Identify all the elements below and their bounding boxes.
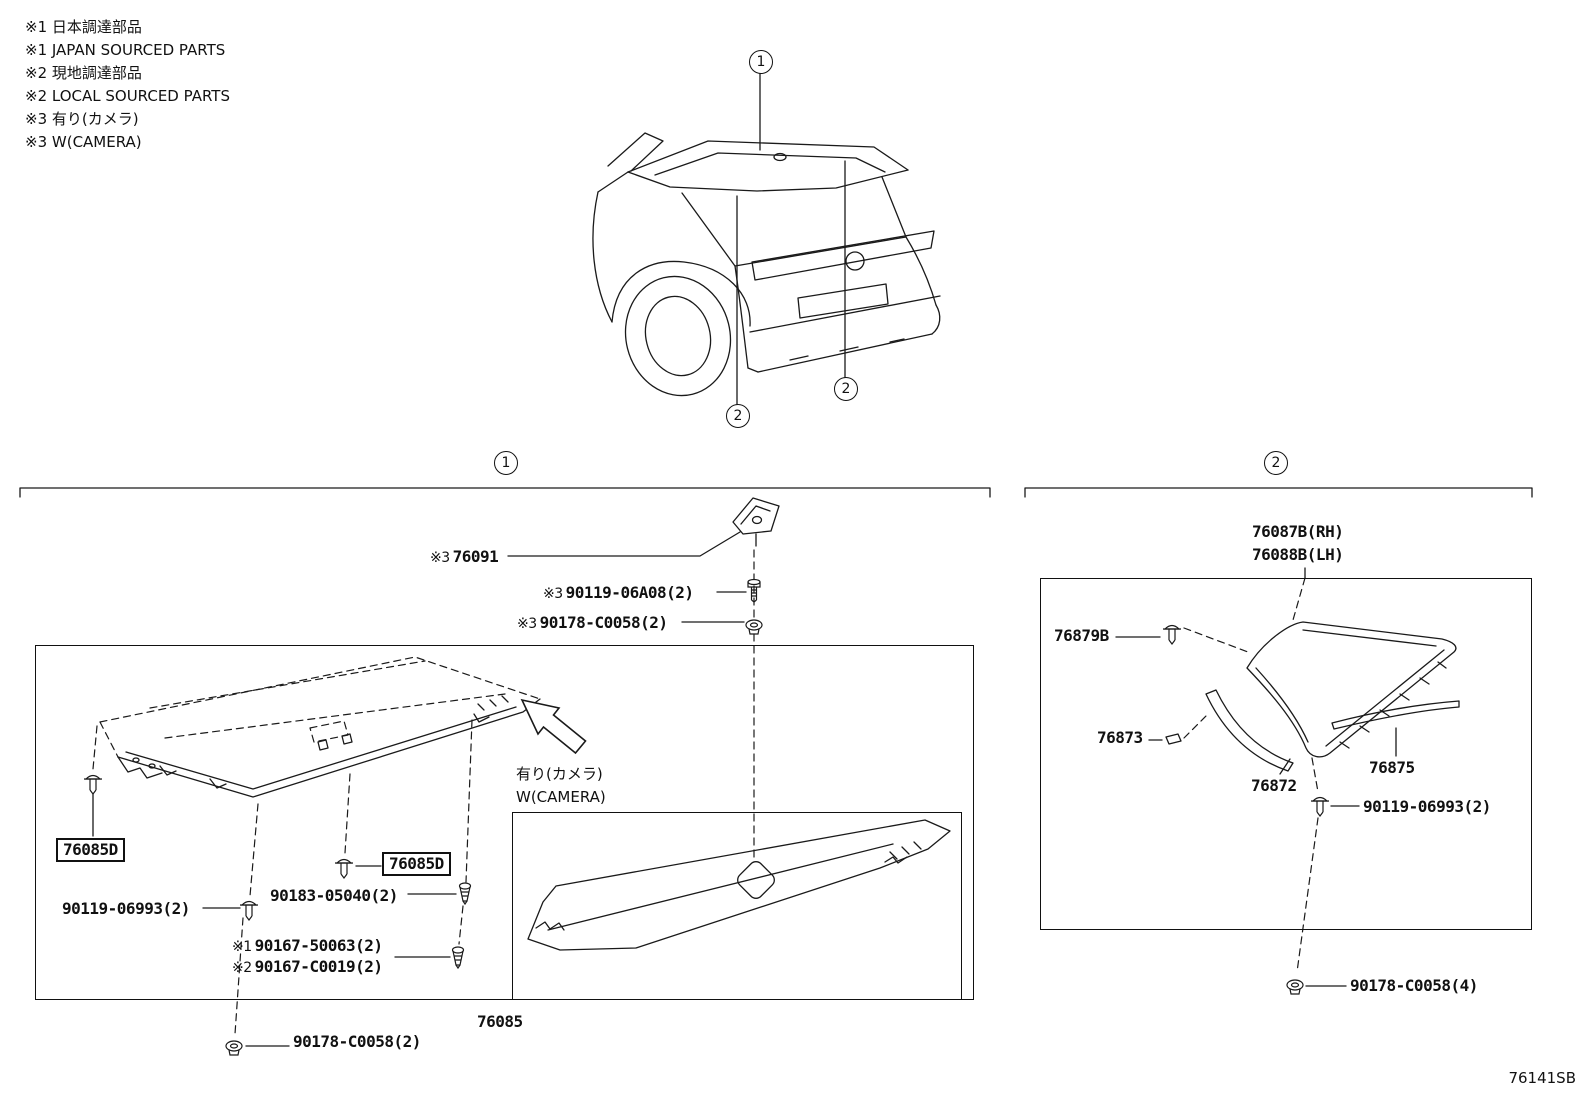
part-label-76085D-mid: 76085D <box>382 852 451 876</box>
camera-spoiler-drawing <box>527 819 951 951</box>
camera-cover-part <box>732 497 780 547</box>
section-1-leaders <box>507 531 747 623</box>
garnish-drawing <box>1165 621 1460 772</box>
camera-pointer-arrow <box>520 698 587 755</box>
grommet-icon <box>745 619 763 635</box>
legend-line-camera-en: ※3 W(CAMERA) <box>25 133 142 151</box>
part-label-90178-C0058-bottom: 90178-C0058(2) <box>293 1032 421 1051</box>
garnish-detail-box <box>1040 578 1532 930</box>
legend-line-local-jp: ※2 現地調達部品 <box>25 64 142 82</box>
callout-2-section: 2 <box>1264 451 1288 475</box>
legend-line-local-en: ※2 LOCAL SOURCED PARTS <box>25 87 230 105</box>
part-label-76873: 76873 <box>1097 728 1143 747</box>
part-label-76879B: 76879B <box>1054 626 1109 645</box>
right-box-leaders <box>1115 567 1397 987</box>
callout-1-car: 1 <box>749 50 773 74</box>
part-label-76085D-left: 76085D <box>56 838 125 862</box>
legend-line-japan-en: ※1 JAPAN SOURCED PARTS <box>25 41 226 59</box>
section-2-bracket <box>1024 487 1533 498</box>
left-box-fastener-leaders <box>92 719 473 1047</box>
drawing-number: 76141SB <box>1508 1069 1576 1087</box>
part-label-90183-05040: 90183-05040(2) <box>270 886 398 905</box>
part-label-90119-06993-right: 90119-06993(2) <box>1363 797 1491 816</box>
legend-line-japan-jp: ※1 日本調達部品 <box>25 18 142 36</box>
part-label-90178-C0058-right: 90178-C0058(4) <box>1350 976 1478 995</box>
spoiler-detail-box <box>35 645 974 1000</box>
part-label-76087B-RH: 76087B(RH) <box>1252 522 1344 541</box>
callout-1-section: 1 <box>494 451 518 475</box>
camera-spoiler-detail-box <box>512 812 962 1000</box>
legend-line-camera-jp: ※3 有り(カメラ) <box>25 110 139 128</box>
car-callout-leaders <box>736 71 846 405</box>
legend: ※1 日本調達部品 ※1 JAPAN SOURCED PARTS ※2 現地調達… <box>25 16 230 154</box>
callout-2-car-left: 2 <box>726 404 750 428</box>
car-rear-illustration <box>592 132 941 397</box>
part-label-76085: 76085 <box>477 1012 523 1031</box>
grommet-icon <box>1286 979 1304 995</box>
camera-note-en: W(CAMERA) <box>516 788 606 806</box>
grommet-icon <box>225 1040 243 1056</box>
callout-2-car-right: 2 <box>834 377 858 401</box>
part-label-76872: 76872 <box>1251 776 1297 795</box>
part-label-90119-06993: 90119-06993(2) <box>62 899 190 918</box>
part-label-76875: 76875 <box>1369 758 1415 777</box>
camera-note-jp: 有り(カメラ) <box>516 765 603 783</box>
part-label-76088B-LH: 76088B(LH) <box>1252 545 1344 564</box>
section-1-bracket <box>19 487 991 498</box>
